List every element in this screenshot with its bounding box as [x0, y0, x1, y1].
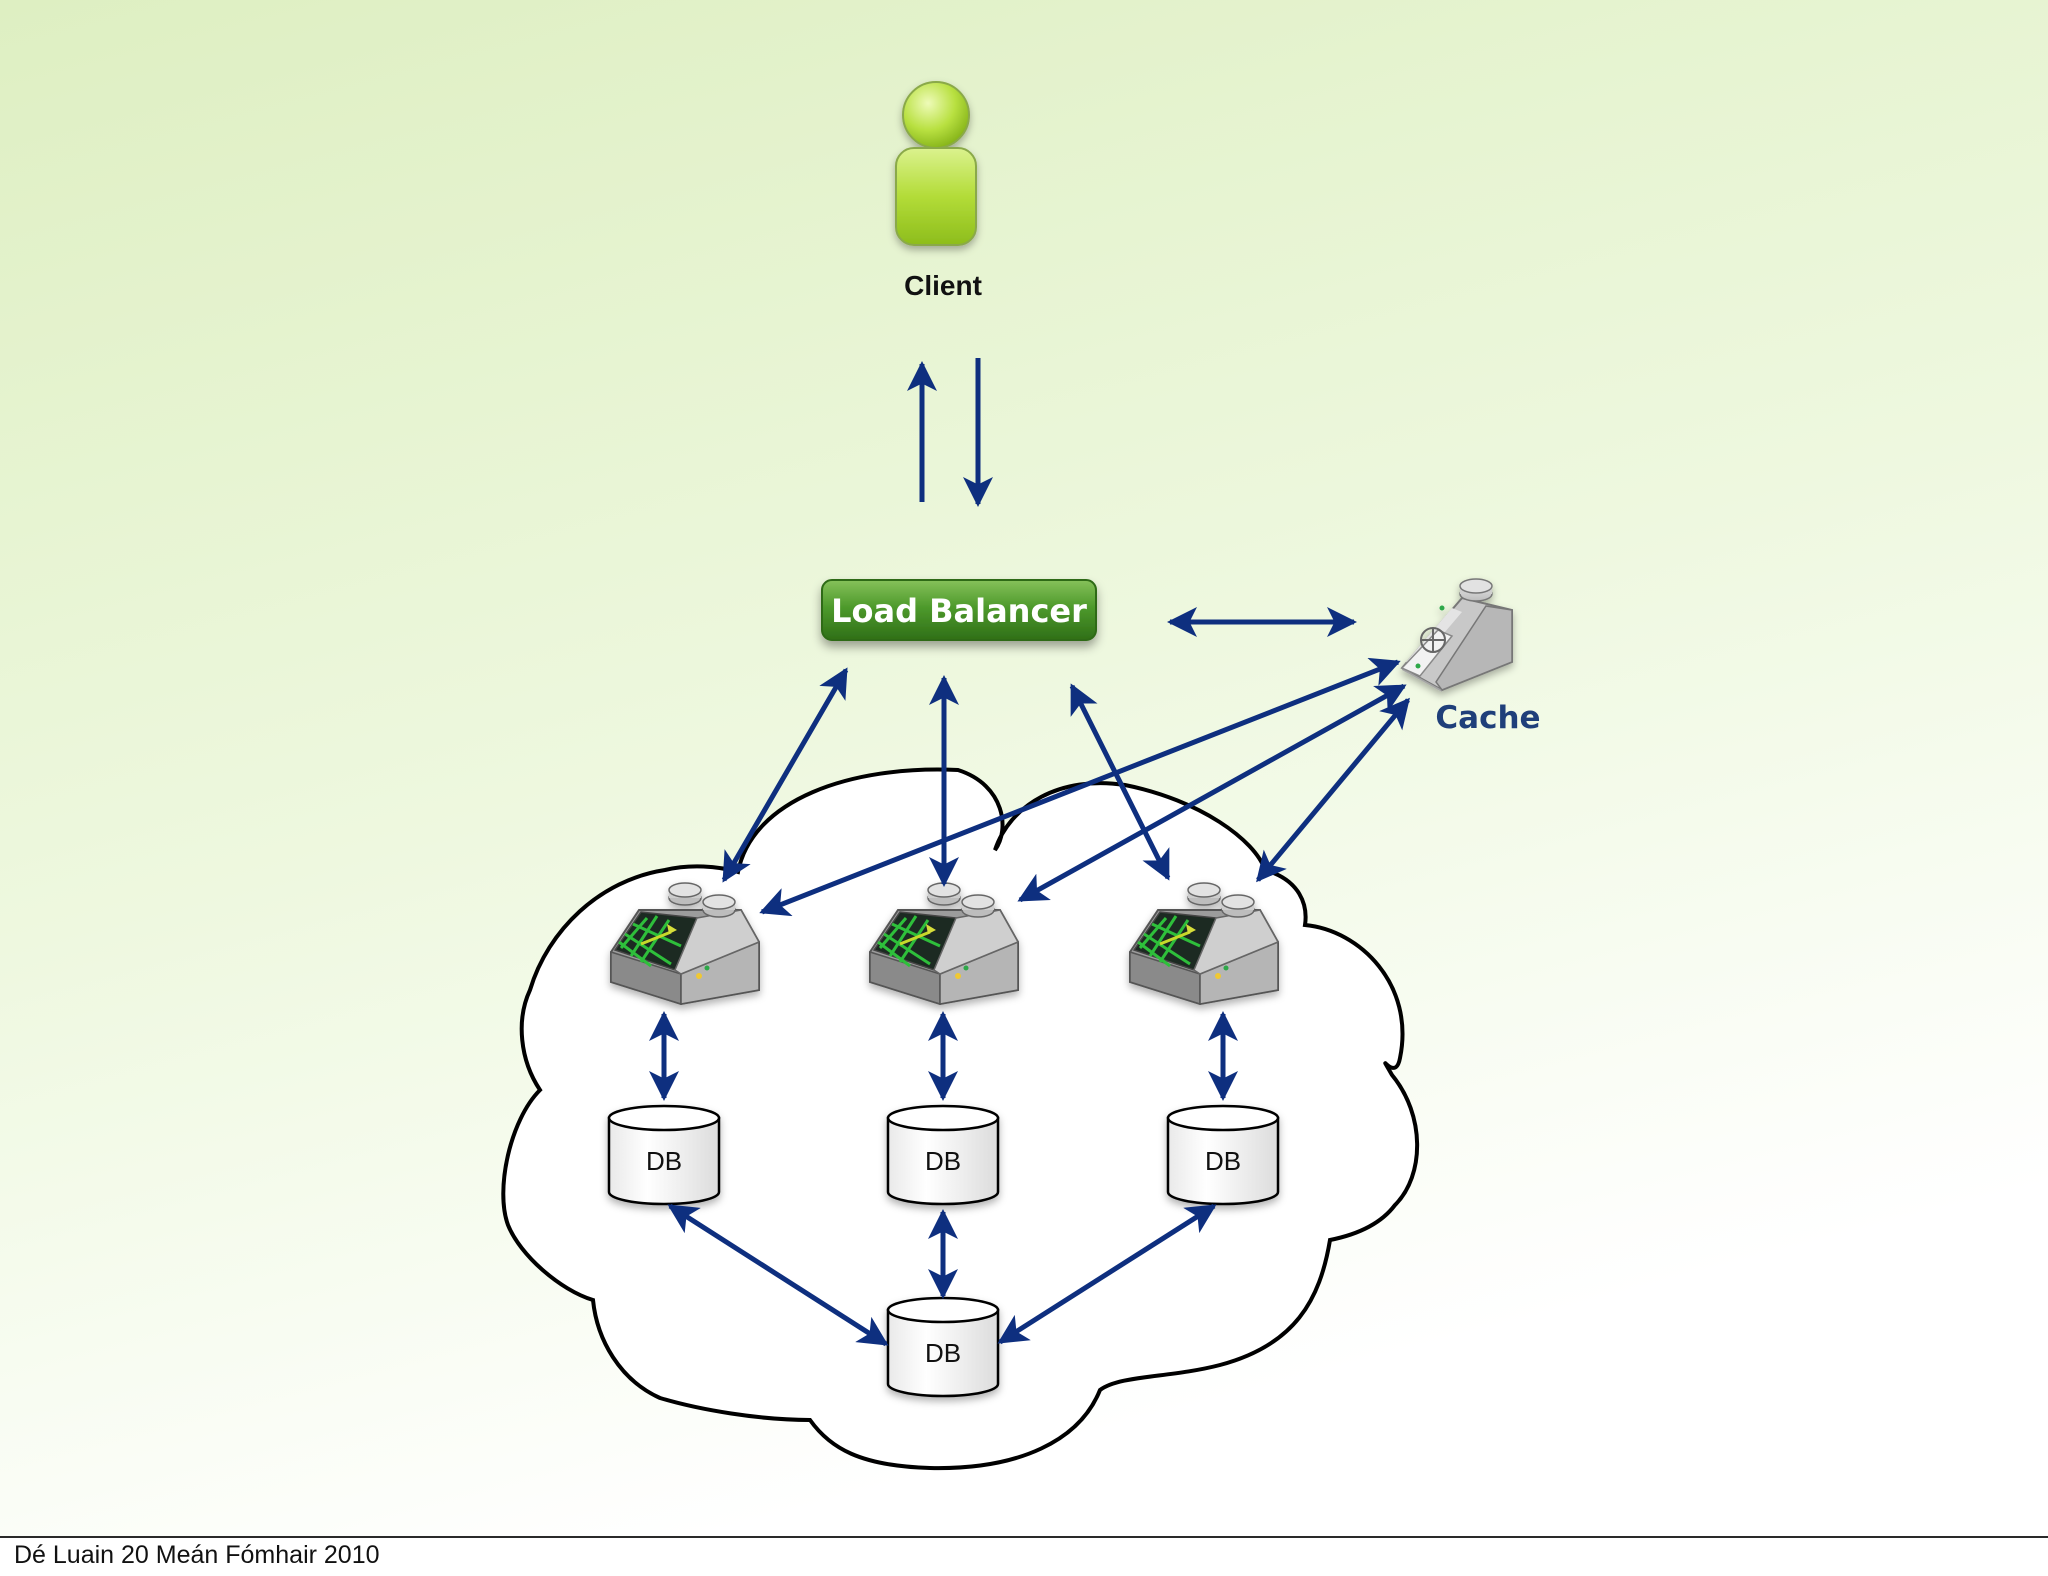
load-balancer-label: Load Balancer [831, 592, 1087, 630]
slide: Client Load Balancer Cache [0, 0, 2048, 1536]
db-label: DB [925, 1338, 961, 1368]
db-label: DB [646, 1146, 682, 1176]
db-cylinder [886, 1104, 1000, 1206]
cache-label: Cache [1435, 700, 1540, 736]
cache-server-icon [1400, 578, 1513, 692]
person-icon [895, 81, 977, 246]
arrow-db-1-db-4 [667, 1203, 889, 1347]
arrow-db-3-db-4 [997, 1203, 1217, 1345]
server-icon [610, 882, 761, 1006]
architecture-diagram: Client Load Balancer Cache [0, 0, 2048, 1536]
db-label: DB [925, 1146, 961, 1176]
connection-arrows [649, 358, 1410, 1347]
footer-divider [0, 1536, 2048, 1538]
db-cylinder [1166, 1104, 1280, 1206]
db-cylinder [607, 1104, 721, 1206]
arrow-cache-server-3 [1256, 697, 1410, 883]
db-label: DB [1205, 1146, 1241, 1176]
client-label: Client [904, 270, 982, 301]
load-balancer-button [821, 579, 1097, 641]
footer-date: Dé Luain 20 Meán Fómhair 2010 [14, 1541, 380, 1569]
